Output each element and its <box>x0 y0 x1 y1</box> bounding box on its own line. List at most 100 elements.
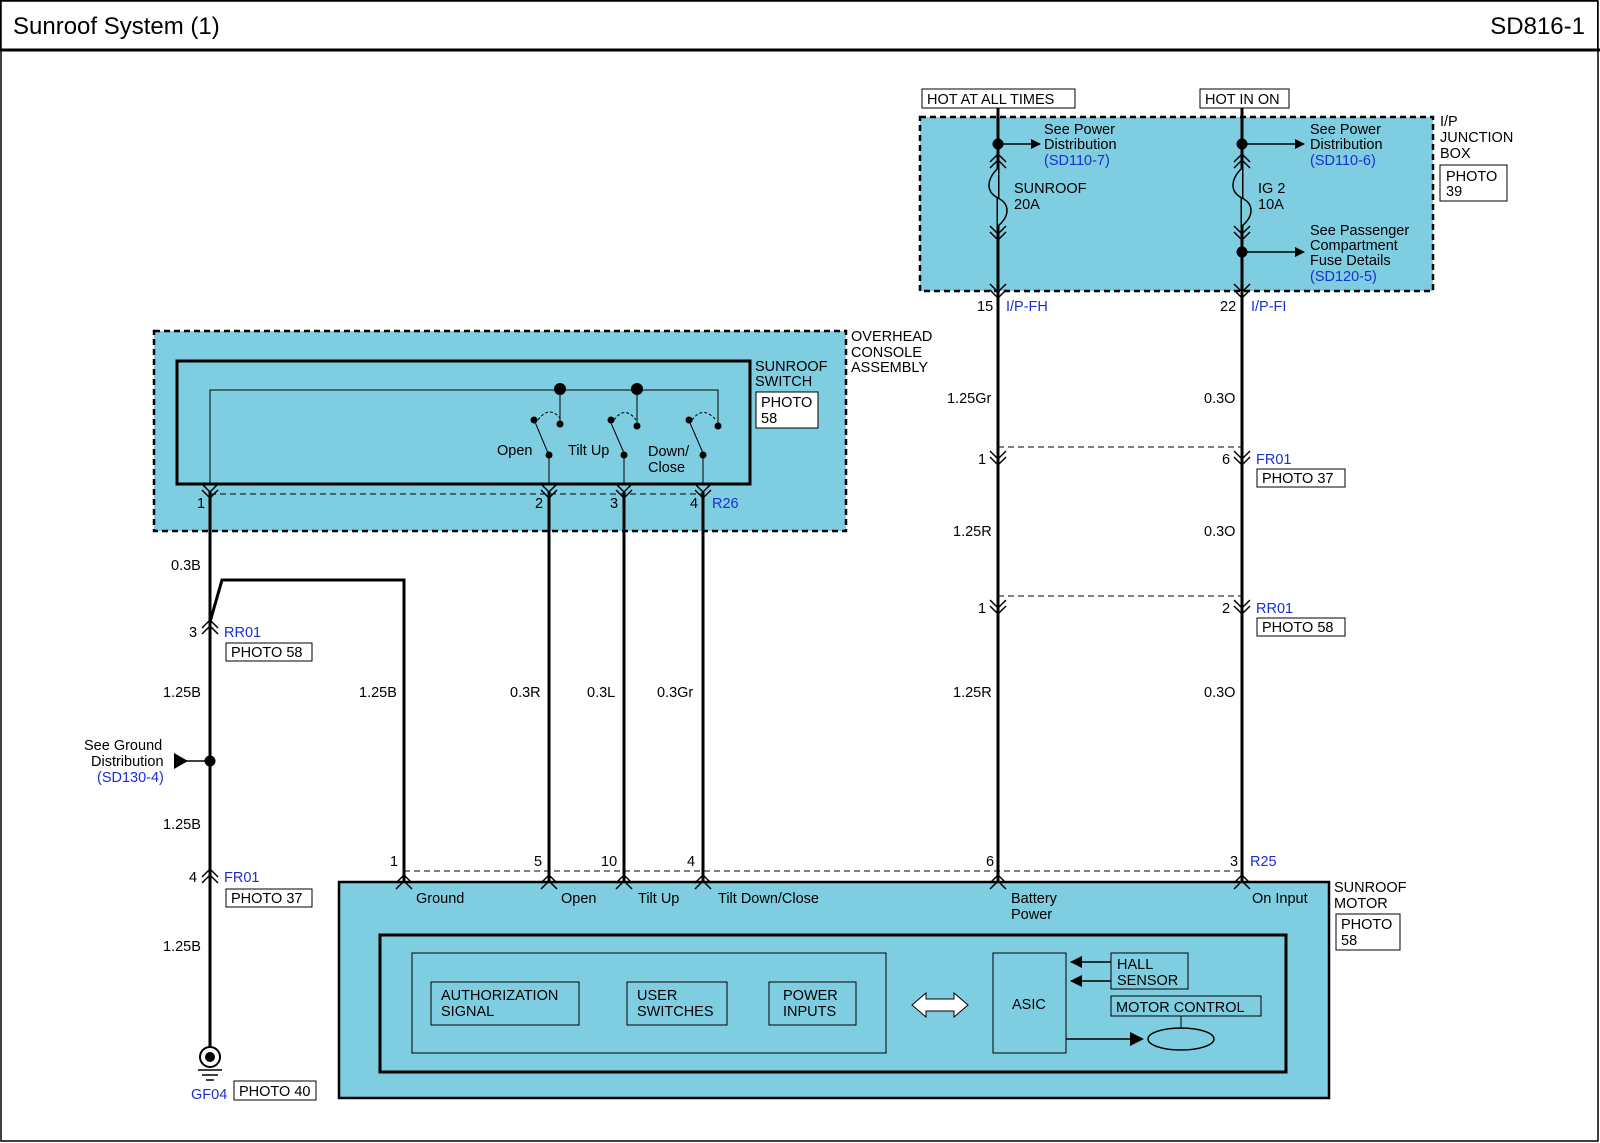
switch-tilt-up-label: Tilt Up <box>568 443 609 459</box>
junction-conn-left[interactable]: I/P-FH <box>1006 299 1048 315</box>
wire-label-03gr: 0.3Gr <box>657 685 693 701</box>
photo-box-rr01-right <box>1256 617 1346 637</box>
motor-control-label: MOTOR CONTROL <box>1116 1000 1245 1016</box>
motor-battery-label-1: Battery <box>1011 891 1058 907</box>
page-code: SD816-1 <box>1490 13 1585 40</box>
switch-photo-1: PHOTO <box>761 395 812 411</box>
ground-symbol <box>198 1046 222 1081</box>
overhead-name-2: CONSOLE <box>851 345 922 361</box>
fuse-sunroof-rating: 20A <box>1014 197 1040 213</box>
hall-label-2: SENSOR <box>1117 973 1178 989</box>
r26-pin-2: 2 <box>535 496 543 512</box>
photo-box-switch <box>755 391 819 429</box>
power-ref-left-link[interactable]: (SD110-7) <box>1044 153 1110 169</box>
motor-photo-2: 58 <box>1341 933 1357 949</box>
photo-box-rr01-left <box>225 642 313 662</box>
power-ref-left-2: Distribution <box>1044 137 1117 153</box>
motor-tilt-up-label: Tilt Up <box>638 891 679 907</box>
junction-pin-left: 15 <box>977 299 993 315</box>
sunroof-motor <box>337 880 1331 1100</box>
fuse-sunroof <box>988 167 1008 227</box>
ground-name[interactable]: GF04 <box>191 1087 227 1103</box>
r26-pin-4: 4 <box>690 496 698 512</box>
overhead-console <box>152 329 848 533</box>
motor-icon <box>1147 1027 1215 1051</box>
rr01-right-pin-right: 2 <box>1222 601 1230 617</box>
junction-conn-right[interactable]: I/P-FI <box>1251 299 1286 315</box>
fr01-left-pin: 4 <box>189 870 197 886</box>
photo-box-ground <box>233 1080 317 1101</box>
user-label-1: USER <box>637 988 677 1004</box>
user-label-2: SWITCHES <box>637 1004 714 1020</box>
motor-ground-label: Ground <box>416 891 464 907</box>
switch-open-arm <box>534 421 549 454</box>
wire-motor-ground <box>208 578 406 881</box>
wire-label-125r-b: 1.25R <box>953 685 992 701</box>
rr01-right-photo: PHOTO 58 <box>1262 620 1333 636</box>
asic-label: ASIC <box>1012 997 1046 1013</box>
passenger-ref-3: Fuse Details <box>1310 253 1391 269</box>
switch-down-arm <box>689 422 704 454</box>
switch-down-label-1: Down/ <box>648 444 690 460</box>
wire-label-03o-b: 0.3O <box>1204 524 1235 540</box>
switch-bus <box>209 389 719 484</box>
asic-box <box>992 952 1067 1054</box>
wire-label-03r: 0.3R <box>510 685 541 701</box>
junction-name-2: JUNCTION <box>1440 130 1513 146</box>
power-ref-right-1: See Power <box>1310 122 1381 138</box>
wire-label-03o-c: 0.3O <box>1204 685 1235 701</box>
r26-connector-label[interactable]: R26 <box>712 496 739 512</box>
hall-label-1: HALL <box>1117 957 1153 973</box>
wire-label-03b: 0.3B <box>171 558 201 574</box>
fr01-left-label[interactable]: FR01 <box>224 870 259 886</box>
r25-pin-6: 6 <box>986 854 994 870</box>
junction-name-1: I/P <box>1440 114 1458 130</box>
page-title: Sunroof System (1) <box>13 13 220 40</box>
photo-box-junction <box>1439 164 1508 202</box>
switch-tilt-throw <box>613 412 637 421</box>
ground-ref-arrowhead <box>174 753 188 769</box>
ground-photo: PHOTO 40 <box>239 1084 310 1100</box>
ground-ref-1: See Ground <box>84 738 162 754</box>
photo-box-fr01-right <box>1256 468 1346 488</box>
fr01-right-label[interactable]: FR01 <box>1256 452 1291 468</box>
power-ref-right-link[interactable]: (SD110-6) <box>1310 153 1376 169</box>
r25-pin-3: 3 <box>1230 854 1238 870</box>
rr01-left-label[interactable]: RR01 <box>224 625 261 641</box>
motor-tilt-down-label: Tilt Down/Close <box>718 891 819 907</box>
motor-name-1: SUNROOF <box>1334 880 1407 896</box>
r25-pin-5: 5 <box>534 854 542 870</box>
r25-pin-10: 10 <box>601 854 617 870</box>
r25-pin-1: 1 <box>390 854 398 870</box>
wire-label-125b-b: 1.25B <box>359 685 397 701</box>
power-ref-right-2: Distribution <box>1310 137 1383 153</box>
authorization-signal-box <box>430 981 580 1026</box>
switch-open-throw <box>537 411 561 421</box>
hot-in-on-box <box>1199 88 1290 109</box>
wire-label-125b-d: 1.25B <box>163 939 201 955</box>
switch-open-label: Open <box>497 443 532 459</box>
overhead-name-1: OVERHEAD <box>851 329 932 345</box>
rr01-right-label[interactable]: RR01 <box>1256 601 1293 617</box>
r25-connector-label[interactable]: R25 <box>1250 854 1277 870</box>
connector-chevrons <box>201 152 1251 890</box>
junction-photo-2: 39 <box>1446 184 1462 200</box>
photo-boxes <box>225 164 1508 1101</box>
motor-inputs-group <box>411 952 887 1054</box>
power-inputs-box <box>768 981 857 1026</box>
junction-pin-right: 22 <box>1220 299 1236 315</box>
user-switches-box <box>626 981 728 1026</box>
junction-name-3: BOX <box>1440 146 1471 162</box>
motor-battery-label-2: Power <box>1011 907 1052 923</box>
motor-on-input-label: On Input <box>1252 891 1308 907</box>
wire-label-03o-a: 0.3O <box>1204 391 1235 407</box>
photo-box-fr01-left <box>225 888 313 908</box>
wire-label-125b-a: 1.25B <box>163 685 201 701</box>
motor-control-box <box>1110 995 1262 1017</box>
motor-open-label: Open <box>561 891 596 907</box>
passenger-ref-link[interactable]: (SD120-5) <box>1310 269 1377 285</box>
switch-name-1: SUNROOF <box>755 359 828 375</box>
ground-ref-link[interactable]: (SD130-4) <box>97 770 164 786</box>
motor-name-2: MOTOR <box>1334 896 1388 912</box>
